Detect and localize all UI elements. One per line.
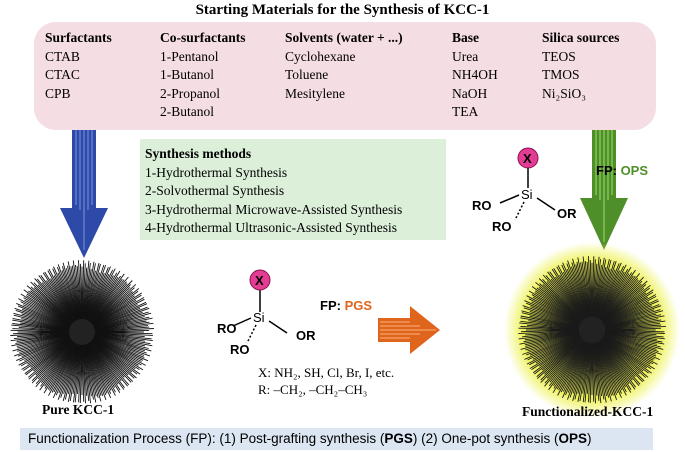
cosurfactant-item: 1-Pentanol bbox=[160, 48, 219, 64]
fp-ops-prefix: FP: bbox=[596, 163, 621, 178]
x-legend-line: X: NH₂, SH, Cl, Br, I, etc. bbox=[258, 365, 395, 380]
methods-panel: Synthesis methods 1-Hydrothermal Synthes… bbox=[140, 139, 446, 240]
method-item: 2-Solvothermal Synthesis bbox=[145, 183, 285, 198]
base-item: Urea bbox=[452, 48, 479, 64]
si-label: Si bbox=[253, 310, 265, 325]
fp-bar-text: Functionalization Process (FP): (1) Post… bbox=[28, 431, 591, 446]
solvents-header: Solvents (water + ...) bbox=[285, 30, 403, 45]
solvent-item: Mesitylene bbox=[285, 85, 345, 101]
x-group-label: X bbox=[255, 273, 264, 288]
ro-label: RO bbox=[230, 342, 250, 357]
cosurfactant-item: 2-Propanol bbox=[160, 85, 220, 101]
base-item: NaOH bbox=[452, 85, 488, 101]
fp-ops-value: OPS bbox=[620, 163, 649, 178]
pure-kcc1-sphere bbox=[10, 260, 154, 404]
fp-legend-bar: Functionalization Process (FP): (1) Post… bbox=[20, 428, 653, 450]
materials-panel bbox=[34, 22, 656, 130]
method-item: 1-Hydrothermal Synthesis bbox=[145, 164, 288, 180]
surfactant-item: CTAC bbox=[45, 67, 80, 82]
or-label: OR bbox=[296, 328, 316, 343]
fp-bar-ops: OPS bbox=[558, 431, 587, 446]
cosurfactant-item: 2-Butanol bbox=[160, 104, 214, 119]
silica-header: Silica sources bbox=[542, 30, 620, 45]
fp-pgs-value: PGS bbox=[344, 298, 373, 313]
sphere-core bbox=[578, 316, 606, 344]
surfactants-column: Surfactants CTAB CTAC CPB bbox=[45, 29, 112, 103]
surfactants-header: Surfactants bbox=[45, 30, 112, 45]
sphere-core bbox=[69, 319, 95, 345]
method-item: 3-Hydrothermal Microwave-Assisted Synthe… bbox=[145, 201, 403, 217]
solvent-item: Toluene bbox=[285, 67, 329, 82]
ro-label: RO bbox=[217, 321, 237, 336]
base-item: TEA bbox=[452, 104, 479, 119]
methods-header: Synthesis methods bbox=[145, 146, 252, 161]
fp-bar-pgs: PGS bbox=[384, 431, 413, 446]
fp-bar-suffix: ) bbox=[586, 431, 592, 446]
cosurfactants-column: Co-surfactants 1-Pentanol 1-Butanol 2-Pr… bbox=[160, 29, 246, 122]
x-group-circle bbox=[517, 147, 539, 169]
base-column: Base Urea NH4OH NaOH TEA bbox=[452, 29, 498, 122]
cosurfactant-item: 1-Butanol bbox=[160, 67, 214, 82]
x-group-circle bbox=[249, 269, 271, 291]
blue-down-arrow bbox=[60, 130, 108, 258]
fp-pgs-prefix: FP: bbox=[320, 298, 345, 313]
functionalized-kcc1-sphere bbox=[518, 256, 666, 404]
fp-pgs-label: FP: PGS bbox=[320, 298, 372, 313]
pure-kcc1-label: Pure KCC-1 bbox=[42, 402, 115, 417]
fp-bar-middle: ) (2) One-pot synthesis ( bbox=[412, 431, 559, 446]
ops-molecule: X Si RO OR RO bbox=[472, 147, 577, 234]
silica-item: TEOS bbox=[542, 48, 576, 64]
functionalized-kcc1-label: Functionalized-KCC-1 bbox=[522, 404, 654, 419]
silica-column: Silica sources TEOS TMOS Ni₂SiO₃ bbox=[542, 29, 619, 103]
diagram-title: Starting Materials for the Synthesis of … bbox=[195, 2, 490, 18]
green-down-arrow bbox=[580, 130, 628, 250]
x-group-label: X bbox=[523, 151, 532, 166]
cosurfactants-header: Co-surfactants bbox=[160, 30, 246, 45]
base-header: Base bbox=[452, 30, 479, 45]
pgs-molecule: X Si RO OR RO bbox=[217, 269, 316, 357]
or-label: OR bbox=[557, 206, 577, 221]
ro-label: RO bbox=[472, 198, 492, 213]
solvents-column: Solvents (water + ...) Cyclohexane Tolue… bbox=[285, 29, 403, 103]
solvent-item: Cyclohexane bbox=[285, 48, 356, 64]
si-label: Si bbox=[521, 187, 533, 202]
fp-bar-prefix: Functionalization Process (FP): (1) Post… bbox=[28, 431, 385, 446]
substituent-legend: X: NH₂, SH, Cl, Br, I, etc. R: –CH₂, –CH… bbox=[258, 364, 394, 398]
surfactant-item: CPB bbox=[45, 85, 71, 101]
silica-item: TMOS bbox=[542, 67, 580, 82]
r-legend-line: R: –CH₂, –CH₂–CH₃ bbox=[258, 382, 368, 397]
orange-right-arrow bbox=[378, 306, 440, 354]
ro-label: RO bbox=[492, 219, 512, 234]
fp-ops-label: FP: OPS bbox=[596, 163, 648, 178]
surfactant-item: CTAB bbox=[45, 48, 80, 64]
method-item: 4-Hydrothermal Ultrasonic-Assisted Synth… bbox=[145, 220, 397, 235]
base-item: NH4OH bbox=[452, 67, 498, 82]
silica-item: Ni₂SiO₃ bbox=[542, 85, 586, 101]
